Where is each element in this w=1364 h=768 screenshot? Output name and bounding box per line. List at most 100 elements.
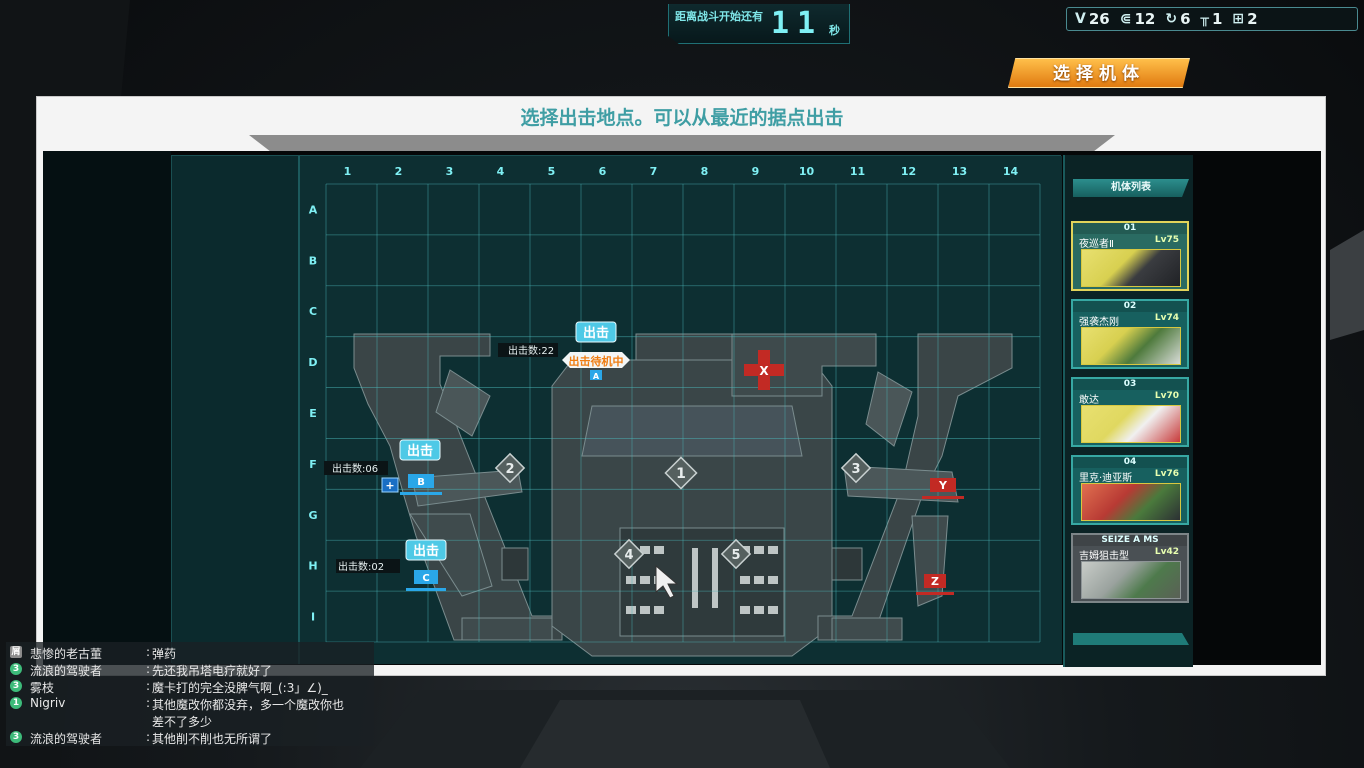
status-value: 12 (1134, 10, 1156, 28)
map-row-label: H (308, 560, 317, 573)
countdown-seconds: 11 (771, 6, 824, 41)
map-column-label: 12 (901, 165, 916, 178)
neutral-point-3[interactable]: 3 (840, 452, 872, 484)
unit-portrait (1081, 483, 1181, 521)
unit-list-header: 机体列表 (1073, 179, 1189, 197)
unit-list-panel: 机体列表 01 夜巡者Ⅱ Lv75 02 强袭杰刚 Lv74 03 敢达 Lv7… (1063, 155, 1193, 667)
unit-name: 强袭杰刚 (1079, 317, 1119, 328)
chat-text: 魔卡打的完全没脾气啊_(:3」∠)_ (152, 681, 328, 695)
chat-sender: 悲惨的老古董 (30, 647, 103, 661)
unit-portrait (1081, 405, 1181, 443)
neutral-point-1[interactable]: 1 (664, 456, 698, 490)
neutral-point-2[interactable]: 2 (494, 452, 526, 484)
unit-card-03[interactable]: 03 敢达 Lv70 (1071, 377, 1189, 447)
map-column-label: 8 (701, 165, 709, 178)
svg-text:C: C (422, 573, 429, 584)
map-column-label: 5 (548, 165, 556, 178)
unit-level: Lv42 (1154, 547, 1179, 557)
swirl-icon: ↻ (1165, 11, 1178, 27)
chat-colon: : (146, 696, 151, 710)
enemy-base-y: Y (922, 478, 964, 499)
unit-name: 夜巡者Ⅱ (1079, 239, 1114, 250)
enemy-base-x: X (744, 350, 784, 390)
chat-text: 其他削不削也无所谓了 (152, 732, 273, 746)
unit-level: Lv74 (1154, 313, 1179, 323)
map-column-label: 4 (497, 165, 505, 178)
map-row-label: F (309, 458, 317, 471)
status-value: 1 (1211, 10, 1223, 28)
status-item: ⋐12 (1120, 10, 1156, 28)
countdown-label: 距离战斗开始还有 (675, 10, 763, 23)
svg-text:A: A (593, 372, 600, 381)
unit-portrait (1081, 327, 1181, 365)
pointer-cursor (655, 564, 679, 599)
map-column-label: 1 (344, 165, 352, 178)
beam-icon: ⋐ (1119, 11, 1132, 27)
chat-rank-icon: 1 (10, 697, 22, 709)
neutral-point-5[interactable]: 5 (720, 538, 752, 570)
chat-colon: : (146, 679, 151, 693)
unit-list-footer (1073, 633, 1189, 645)
svg-text:出击: 出击 (413, 543, 439, 559)
map-column-label: 14 (1003, 165, 1019, 178)
map-column-label: 3 (446, 165, 454, 178)
map-column-label: 10 (799, 165, 815, 178)
title-divider (249, 135, 1115, 155)
map-row-label: C (309, 305, 317, 318)
svg-text:4: 4 (624, 548, 633, 563)
battle-countdown: 距离战斗开始还有 11 秒 (668, 4, 850, 44)
chat-sender: 流浪的驾驶者 (30, 664, 103, 678)
chat-colon: : (146, 730, 151, 744)
svg-text:出击数:02: 出击数:02 (338, 560, 384, 573)
chat-text: 其他魔改你都没弃，多一个魔改你也 (152, 698, 345, 712)
svg-text:出击数:06: 出击数:06 (332, 462, 378, 475)
svg-text:Y: Y (938, 479, 948, 492)
unit-number: 02 (1073, 301, 1187, 312)
enemy-base-z: Z (916, 574, 954, 595)
svg-text:3: 3 (851, 462, 860, 477)
sortie-point-b[interactable]: 出击数:06 出击 + B (324, 439, 442, 495)
unit-portrait (1081, 249, 1181, 287)
select-unit-button[interactable]: 选择机体 (1008, 58, 1190, 88)
neutral-point-4[interactable]: 4 (613, 538, 645, 570)
svg-text:Z: Z (931, 575, 939, 588)
unit-number: 03 (1073, 379, 1187, 390)
chat-log: 屑 悲惨的老古董 : 弹药 3 流浪的驾驶者 : 先还我吊塔电疗就好了 3 雾枝… (6, 642, 374, 746)
status-item: ⊞2 (1232, 10, 1257, 28)
unit-number: SEIZE A MS (1073, 535, 1187, 546)
map-row-label: I (311, 611, 315, 624)
status-value: 2 (1247, 10, 1258, 28)
status-item: ╥1 (1201, 10, 1223, 28)
svg-text:X: X (759, 364, 769, 378)
sortie-point-c[interactable]: 出击数:02 出击 C (336, 539, 447, 591)
unit-level: Lv70 (1154, 391, 1179, 401)
svg-text:出击: 出击 (407, 443, 433, 459)
chat-rank-icon: 3 (10, 680, 22, 692)
unit-card-01[interactable]: 01 夜巡者Ⅱ Lv75 (1071, 221, 1189, 291)
chat-text: 先还我吊塔电疗就好了 (152, 664, 273, 678)
unit-portrait (1081, 561, 1181, 599)
unit-card-02[interactable]: 02 强袭杰刚 Lv74 (1071, 299, 1189, 369)
svg-text:出击: 出击 (583, 325, 609, 341)
svg-text:1: 1 (676, 466, 686, 482)
map-column-label: 7 (650, 165, 658, 178)
chat-sender: 流浪的驾驶者 (30, 732, 103, 746)
chat-text: 差不了多少 (152, 715, 213, 729)
map-column-label: 11 (850, 165, 865, 178)
map-column-label: 13 (952, 165, 967, 178)
svg-text:2: 2 (505, 462, 514, 477)
map-column-label: 9 (752, 165, 760, 178)
unit-card-seize[interactable]: SEIZE A MS 吉姆狙击型 Lv42 (1071, 533, 1189, 603)
status-value: 6 (1180, 10, 1191, 28)
unit-level: Lv75 (1154, 235, 1179, 245)
unit-card-04[interactable]: 04 里克·迪亚斯 Lv76 (1071, 455, 1189, 525)
svg-text:B: B (417, 477, 425, 488)
sortie-point-a[interactable]: 出击数:22 出击 出击待机中 A (498, 321, 630, 381)
status-value: 26 (1088, 10, 1110, 28)
